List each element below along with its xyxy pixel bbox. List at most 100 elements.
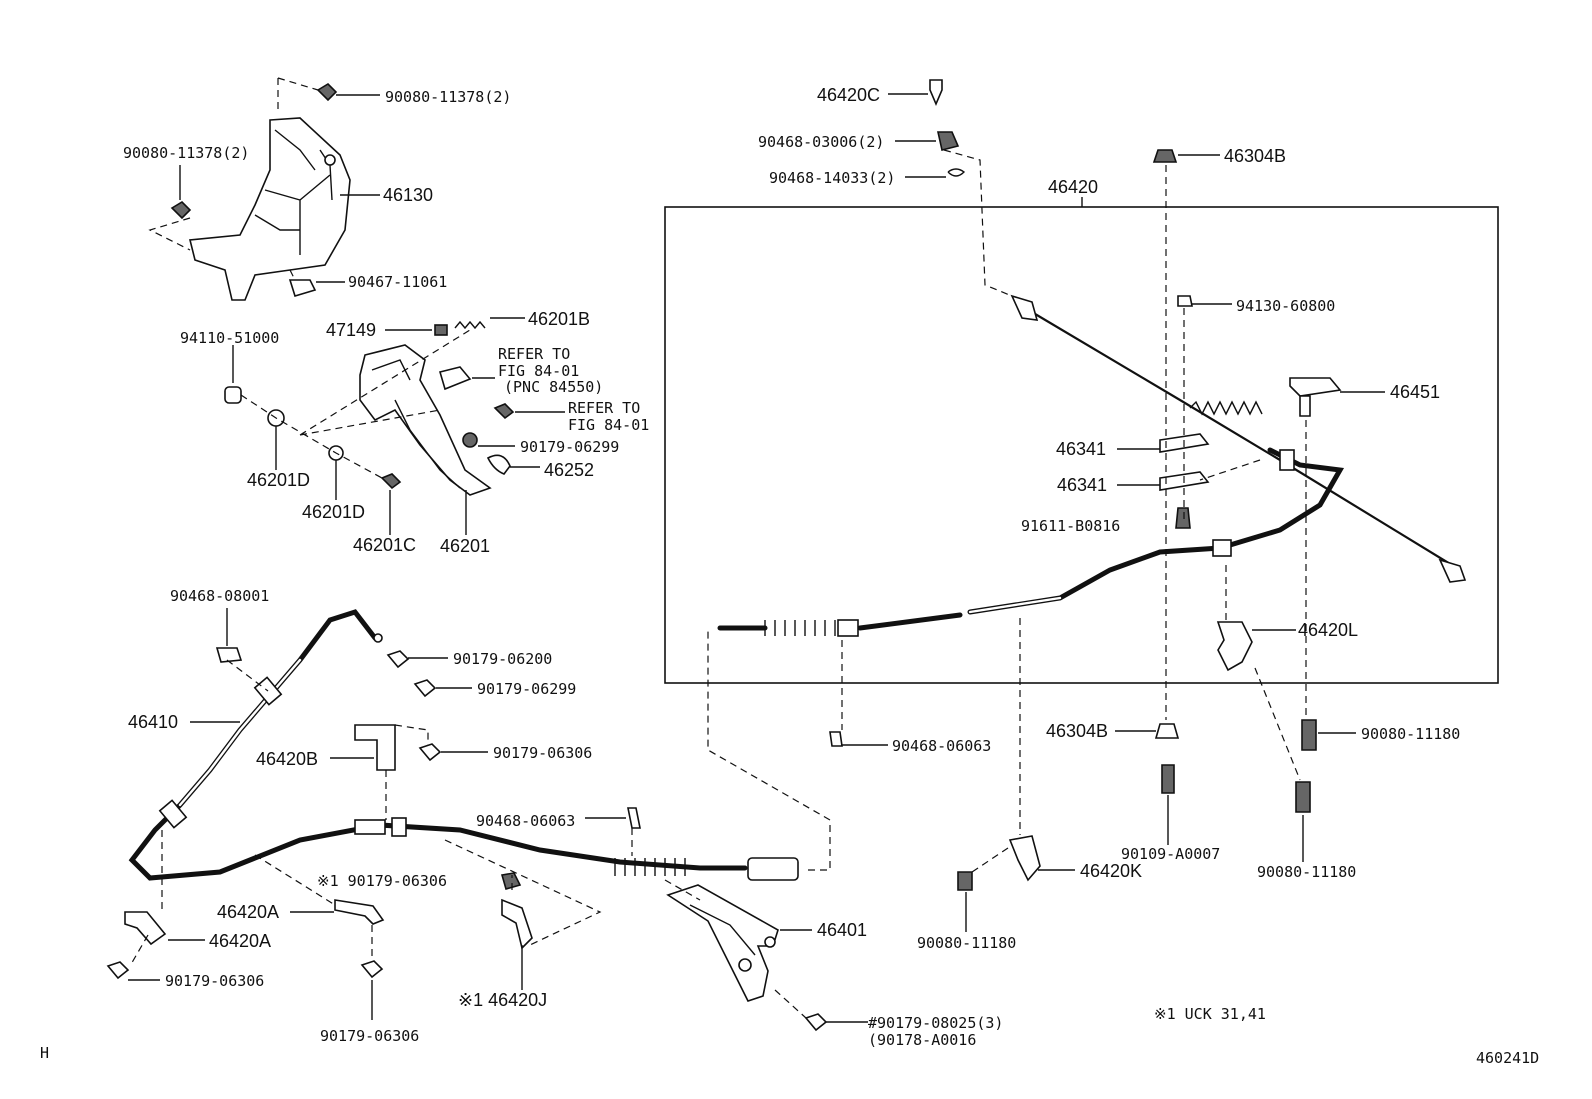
nut-90467-11061 <box>288 279 345 297</box>
bracket-46401 <box>666 884 812 1002</box>
grommet-46304B-bot <box>1115 723 1180 739</box>
clip-90468-06063-a <box>585 807 641 829</box>
cable-46410-fittings <box>158 633 799 881</box>
label-46420L: 46420L <box>1298 620 1358 640</box>
bolt-90080-11180-c <box>957 871 973 932</box>
label-47149: 47149 <box>326 320 376 340</box>
bolt-90080-11180-a <box>1301 719 1356 751</box>
label-90179-06200: 90179-06200 <box>453 650 552 668</box>
label-refer-1b: FIG 84-01 <box>498 362 579 380</box>
label-46341-b: 46341 <box>1057 475 1107 495</box>
label-refer-1c: (PNC 84550) <box>504 378 603 396</box>
label-90468-03006: 90468-03006(2) <box>758 133 884 151</box>
label-46201C: 46201C <box>353 535 416 555</box>
label-46201D-a: 46201D <box>247 470 310 490</box>
clip-90468-03006 <box>895 131 960 151</box>
label-90080-11180-b: 90080-11180 <box>1257 863 1356 881</box>
nut-90179-06306-b <box>106 961 160 981</box>
pad-46252 <box>486 454 540 475</box>
bracket-46420K <box>1008 835 1075 882</box>
label-x1-46420J: ※1 46420J <box>458 990 547 1010</box>
bracket-46420B <box>330 724 396 771</box>
label-figure-number: 460241D <box>1476 1049 1539 1067</box>
grommet-46304B-top <box>1152 149 1220 163</box>
label-46420C: 46420C <box>817 85 880 105</box>
label-90468-06063-b: 90468-06063 <box>892 737 991 755</box>
nut-90179-06299 <box>413 679 472 698</box>
label-46304B-top: 46304B <box>1224 146 1286 166</box>
label-note-uck: ※1 UCK 31,41 <box>1154 1005 1266 1023</box>
label-90179-06306-a: 90179-06306 <box>493 744 592 762</box>
nut-90179-08025 <box>804 1013 868 1032</box>
clip-46451 <box>1289 377 1385 417</box>
label-90179-06306-b: 90179-06306 <box>165 972 264 990</box>
label-refer-2a: REFER TO <box>568 399 640 417</box>
pin-47149 <box>385 324 448 336</box>
label-90179-06299-a: 90179-06299 <box>520 438 619 456</box>
clip-90468-08001 <box>215 608 243 663</box>
label-46451: 46451 <box>1390 382 1440 402</box>
part-labels: 90080-11378(2) 90080-11378(2) 46130 9046… <box>40 85 1539 1067</box>
label-90080-11378-left: 90080-11378(2) <box>123 144 249 162</box>
bracket-46420L <box>1216 621 1296 672</box>
pin-90468-14033 <box>905 168 966 178</box>
bolt-91611-B0816 <box>1175 507 1191 529</box>
bushing-90179-06299 <box>462 432 515 448</box>
label-90467-11061: 90467-11061 <box>348 273 447 291</box>
label-90468-14033: 90468-14033(2) <box>769 169 895 187</box>
label-46401: 46401 <box>817 920 867 940</box>
collar-94110-51000 <box>224 345 242 404</box>
bolt-46420C <box>888 79 943 107</box>
nut-90179-06306-c <box>360 960 384 1020</box>
switch-ref-fig84 <box>438 366 495 391</box>
label-90468-06063-a: 90468-06063 <box>476 812 575 830</box>
label-90179-06306-c: 90179-06306 <box>320 1027 419 1045</box>
bolt-90080-11378-left <box>170 165 192 220</box>
label-refer-2b: FIG 84-01 <box>568 416 649 434</box>
bolt-90109-A0007 <box>1161 764 1175 845</box>
label-46420A-b: 46420A <box>209 931 271 951</box>
label-90080-11180-a: 90080-11180 <box>1361 725 1460 743</box>
label-46420B: 46420B <box>256 749 318 769</box>
label-90080-11180-c: 90080-11180 <box>917 934 1016 952</box>
label-46201B: 46201B <box>528 309 590 329</box>
bushing-46201D-a <box>267 409 285 470</box>
label-46420: 46420 <box>1048 177 1098 197</box>
clip-90468-06063-b <box>829 731 888 747</box>
label-46130: 46130 <box>383 185 433 205</box>
clamp-46341-b <box>1117 471 1210 491</box>
label-46201D-b: 46201D <box>302 502 365 522</box>
label-46420K: 46420K <box>1080 861 1142 881</box>
bracket-46420A-a <box>290 899 385 925</box>
nut-90179-06306-a <box>418 743 488 762</box>
label-x1-90179-06306: ※1 90179-06306 <box>317 872 447 890</box>
label-94110-51000: 94110-51000 <box>180 329 279 347</box>
label-90109-A0007: 90109-A0007 <box>1121 845 1220 863</box>
label-46304B-bot: 46304B <box>1046 721 1108 741</box>
label-46201: 46201 <box>440 536 490 556</box>
spring-46201B <box>454 317 525 330</box>
label-46341-a: 46341 <box>1056 439 1106 459</box>
bracket-46420J <box>500 872 533 990</box>
bolt-46201C <box>380 473 402 535</box>
label-46410: 46410 <box>128 712 178 732</box>
label-90179-08025: #90179-08025(3) <box>868 1014 1003 1032</box>
label-91611-B0816: 91611-B0816 <box>1021 517 1120 535</box>
label-90179-06299-b: 90179-06299 <box>477 680 576 698</box>
bolt-90080-11180-b <box>1295 781 1311 862</box>
label-90178-A0016: (90178-A0016 <box>868 1031 976 1049</box>
bushing-46201D-b <box>328 445 344 500</box>
label-46420A-a: 46420A <box>217 902 279 922</box>
nut-90179-06200 <box>386 650 448 669</box>
label-corner-h: H <box>40 1044 49 1062</box>
bracket-46130 <box>188 117 351 301</box>
label-94130-60800: 94130-60800 <box>1236 297 1335 315</box>
lever-46201 <box>359 344 492 496</box>
clamp-46341-a <box>1117 433 1210 453</box>
bolt-90080-11378-top <box>316 82 380 102</box>
rear-cable-46420 <box>717 294 1467 637</box>
clip-94130-60800 <box>1177 295 1232 307</box>
bracket-46420A-b <box>124 911 205 946</box>
label-90080-11378-top: 90080-11378(2) <box>385 88 511 106</box>
